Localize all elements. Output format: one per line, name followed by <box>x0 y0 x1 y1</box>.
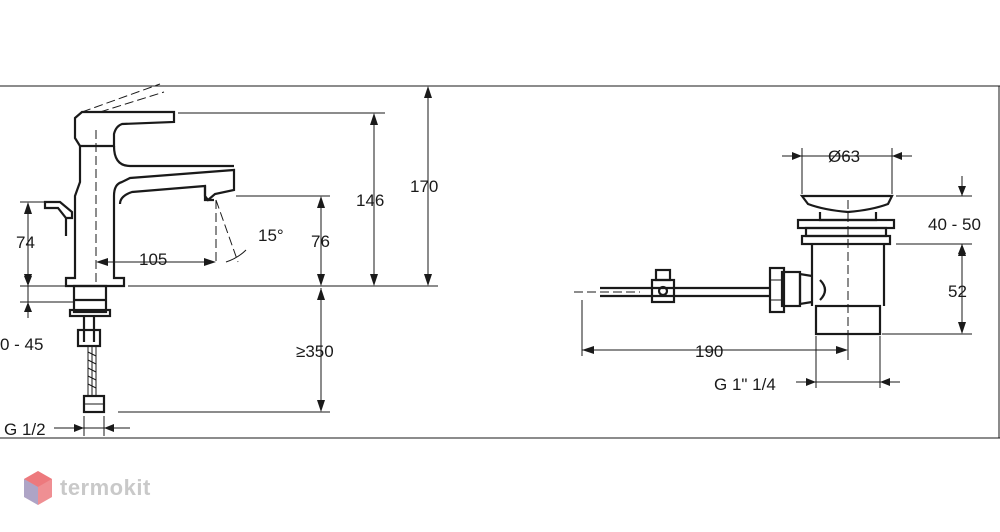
faucet-dimension-lines <box>20 85 438 436</box>
dim-hose: ≥350 <box>296 342 334 361</box>
faucet-outline <box>43 83 247 414</box>
dim-waste-diameter: Ø63 <box>828 147 860 166</box>
dim-deck-thickness: 0 - 45 <box>0 335 43 354</box>
dim-waste-top: 40 - 50 <box>928 215 981 234</box>
dimension-labels: 170 146 76 74 105 15° 0 - 45 ≥350 G 1/2 … <box>0 147 981 439</box>
dim-146: 146 <box>356 191 384 210</box>
waste-dimension-lines <box>581 148 972 388</box>
dim-waste-thread: G 1" 1/4 <box>714 375 776 394</box>
waste-outline <box>574 194 896 360</box>
dim-170: 170 <box>410 177 438 196</box>
hexagon-logo-icon <box>24 471 52 505</box>
dim-inlet-thread: G 1/2 <box>4 420 46 439</box>
dim-74: 74 <box>16 233 35 252</box>
brand-name: termokit <box>60 475 151 500</box>
dim-105: 105 <box>139 250 167 269</box>
brand-logo: termokit <box>22 470 151 506</box>
dim-waste-bottom: 52 <box>948 282 967 301</box>
dim-76: 76 <box>311 232 330 251</box>
dim-rod-length: 190 <box>695 342 723 361</box>
dim-angle: 15° <box>258 226 284 245</box>
